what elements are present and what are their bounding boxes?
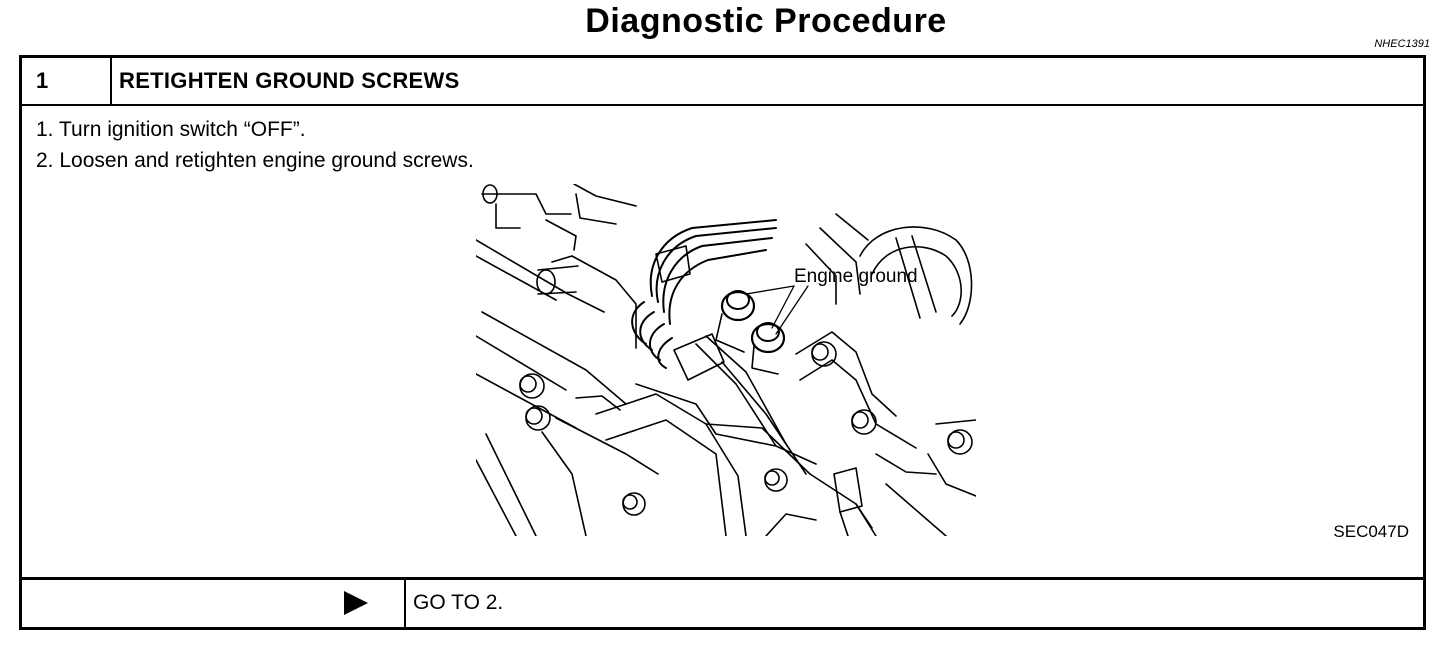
instruction-item: 1. Turn ignition switch “OFF”.: [36, 118, 306, 141]
instruction-item: 2. Loosen and retighten engine ground sc…: [36, 149, 474, 172]
engine-ground-illustration: Engine ground: [476, 184, 976, 536]
instruction-list: 1. Turn ignition switch “OFF”. 2. Loosen…: [36, 114, 474, 176]
step-title: RETIGHTEN GROUND SCREWS: [119, 68, 460, 93]
step-header-row: 1 RETIGHTEN GROUND SCREWS: [22, 58, 1423, 106]
page-title: Diagnostic Procedure: [585, 2, 947, 40]
engine-ground-label: Engine ground: [794, 266, 918, 287]
figure-id: SEC047D: [1333, 522, 1409, 541]
header-divider: [110, 58, 112, 104]
result-row: GO TO 2.: [22, 577, 1423, 627]
step-number: 1: [36, 68, 49, 93]
arrow-right-icon: [344, 591, 368, 615]
result-divider: [404, 580, 406, 627]
procedure-table: 1 RETIGHTEN GROUND SCREWS 1. Turn igniti…: [19, 55, 1426, 630]
reference-code: NHEC1391: [1374, 38, 1430, 50]
go-to-step-link[interactable]: GO TO 2.: [413, 591, 504, 614]
